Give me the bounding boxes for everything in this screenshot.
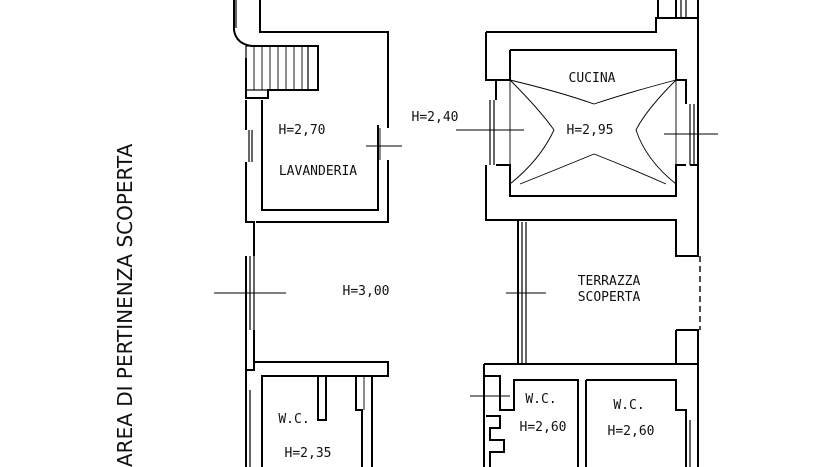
central-room-height: H=3,00 [343, 284, 390, 299]
wc-left-height: H=2,35 [285, 446, 332, 461]
cucina-height: H=2,95 [567, 123, 614, 138]
terrazza-label-line1: TERRAZZA [578, 274, 641, 289]
left-block-walls [214, 0, 402, 467]
stair-icon [245, 45, 309, 91]
right-block-walls [456, 0, 718, 467]
corridor-height: H=2,40 [412, 110, 459, 125]
wc-left-label: W.C. [278, 412, 309, 427]
wc-middle-label: W.C. [525, 392, 556, 407]
wc-right-label: W.C. [613, 398, 644, 413]
side-label: AREA DI PERTINENZA SCOPERTA [113, 143, 137, 467]
wc-middle-height: H=2,60 [520, 420, 567, 435]
room-labels: CUCINA H=2,95 H=2,70 LAVANDERIA H=2,40 H… [278, 71, 654, 461]
wc-right-height: H=2,60 [608, 424, 655, 439]
lavanderia-label: LAVANDERIA [279, 164, 357, 179]
terrazza-label-line2: SCOPERTA [578, 290, 641, 305]
lavanderia-height: H=2,70 [279, 123, 326, 138]
vault-lines [509, 79, 677, 185]
cucina-label: CUCINA [569, 71, 616, 86]
